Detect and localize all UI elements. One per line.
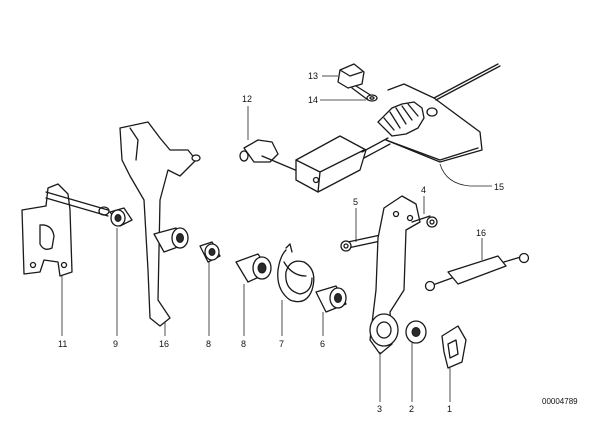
label-7: 7 [279,339,284,349]
part-16-linkage-rod [424,238,530,292]
part-15-bracket-bellows [377,63,501,187]
label-5: 5 [353,197,358,207]
part-13-bolt [322,63,373,101]
part-2-washer [405,320,427,402]
label-8-right: 8 [241,339,246,349]
part-4-pin [411,196,438,228]
label-16-left: 16 [159,339,169,349]
part-7-spring [277,243,315,336]
label-4: 4 [421,185,426,195]
label-13: 13 [308,71,318,81]
label-9: 9 [113,339,118,349]
part-9-bushing [109,207,133,336]
label-16-right: 16 [476,228,486,238]
part-1-clip [441,325,467,402]
label-8-left: 8 [206,339,211,349]
label-12: 12 [242,94,252,104]
part-3-lever [369,195,421,402]
part-6-bushing [315,285,347,336]
part-8-bushing-small [199,241,221,336]
diagram-code: 00004789 [542,397,578,406]
label-11: 11 [58,339,67,349]
actuator-housing [261,135,391,193]
label-3: 3 [377,404,382,414]
label-1: 1 [447,404,452,414]
lever-sleeve [153,227,189,253]
label-2: 2 [409,404,414,414]
part-16-lever [119,121,201,336]
label-6: 6 [320,339,325,349]
part-14-washer [320,94,378,102]
label-15: 15 [494,182,504,192]
part-11-bracket [21,183,110,336]
part-12-clip [239,106,279,163]
part-8-bushing-large [235,253,272,336]
label-14: 14 [308,95,318,105]
